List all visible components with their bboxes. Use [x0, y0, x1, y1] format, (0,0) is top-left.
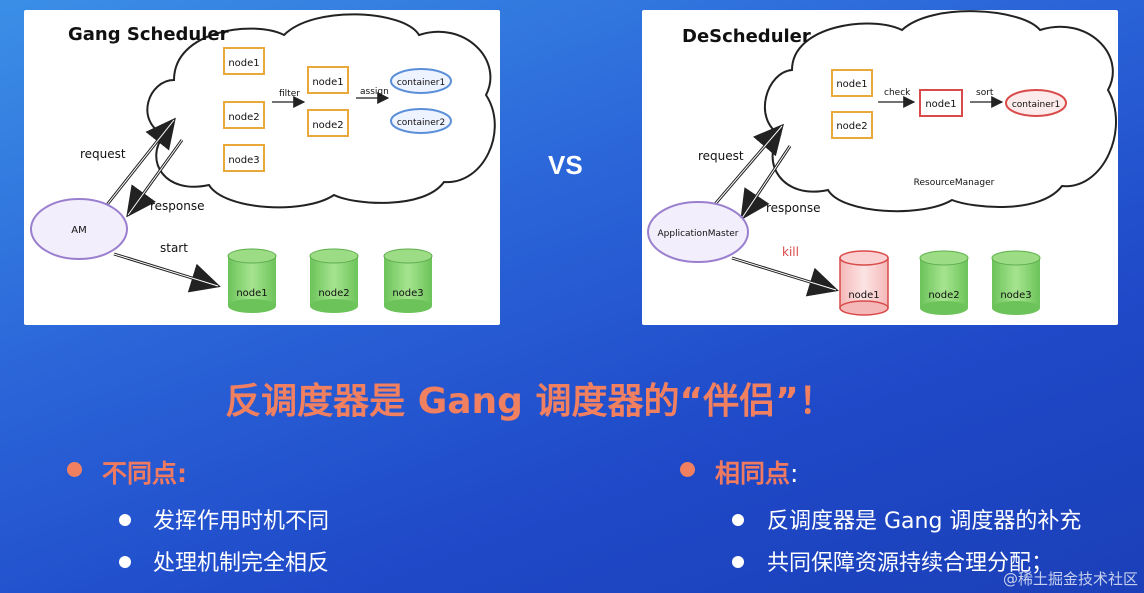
sort-label: sort — [976, 88, 994, 98]
differences-title: 不同点: — [102, 459, 188, 488]
similarity-item: 反调度器是 Gang 调度器的补充 — [767, 509, 1082, 534]
node-cylinder: node3 — [383, 248, 433, 313]
svg-text:node1: node1 — [228, 58, 259, 69]
node-cylinder: node2 — [309, 248, 359, 313]
svg-text:ApplicationMaster: ApplicationMaster — [657, 229, 738, 239]
check-label: check — [884, 88, 911, 98]
bullet-dot — [732, 514, 744, 526]
similarities-title: 相同点: — [715, 459, 799, 488]
svg-text:container1: container1 — [397, 78, 445, 88]
request-label: request — [698, 149, 744, 163]
filtered-node-box: node1 — [307, 66, 349, 94]
diagram-title: DeScheduler — [682, 26, 811, 47]
resource-manager-label: ResourceManager — [914, 178, 995, 188]
filtered-node-box: node2 — [307, 109, 349, 137]
application-master-node: ApplicationMaster — [647, 201, 749, 263]
container-oval: container1 — [1005, 89, 1067, 117]
difference-item: 处理机制完全相反 — [153, 551, 330, 576]
diagram-title: Gang Scheduler — [68, 24, 229, 45]
node-cylinder: node3 — [991, 250, 1041, 315]
filter-label: filter — [279, 89, 300, 99]
node-cylinder: node2 — [919, 250, 969, 315]
assign-label: assign — [360, 87, 389, 97]
svg-text:node1: node1 — [836, 79, 867, 90]
response-label: response — [150, 199, 205, 213]
vs-label: VS — [548, 150, 583, 180]
descheduler-diagram: DeScheduler node1 node2 check node1 sort… — [642, 10, 1118, 325]
svg-text:node2: node2 — [928, 290, 959, 301]
section-bullet — [680, 462, 695, 477]
node-box: node3 — [223, 144, 265, 172]
svg-text:node2: node2 — [228, 112, 259, 123]
response-label: response — [766, 201, 821, 215]
svg-text:container2: container2 — [397, 118, 445, 128]
svg-text:node3: node3 — [1000, 290, 1031, 301]
svg-text:AM: AM — [71, 225, 86, 236]
svg-text:node1: node1 — [312, 77, 343, 88]
headline: 反调度器是 Gang 调度器的“伴侣”！ — [225, 381, 835, 422]
request-label: request — [80, 147, 126, 161]
svg-text:node2: node2 — [318, 288, 349, 299]
node-box: node1 — [831, 69, 873, 97]
watermark: @稀土掘金技术社区 — [1002, 570, 1138, 588]
svg-text:node3: node3 — [228, 155, 259, 166]
svg-text:node2: node2 — [312, 120, 343, 131]
section-bullet — [67, 462, 82, 477]
svg-text:node3: node3 — [392, 288, 423, 299]
start-label: start — [160, 241, 188, 255]
container-oval: container2 — [390, 108, 452, 134]
similarity-item: 共同保障资源持续合理分配； — [767, 551, 1054, 576]
bullet-dot — [732, 556, 744, 568]
kill-label: kill — [782, 245, 799, 259]
container-oval: container1 — [390, 68, 452, 94]
gang-scheduler-diagram: Gang Scheduler node1 node2 node3 filter … — [24, 10, 500, 325]
selected-node-box: node1 — [919, 89, 963, 117]
am-node: AM — [30, 198, 128, 260]
node-box: node2 — [831, 111, 873, 139]
svg-text:node1: node1 — [236, 288, 267, 299]
svg-text:node2: node2 — [836, 121, 867, 132]
svg-text:container1: container1 — [1012, 100, 1060, 110]
bullet-dot — [119, 556, 131, 568]
killed-node-cylinder: node1 — [839, 250, 889, 316]
svg-text:node1: node1 — [848, 290, 879, 301]
node-box: node1 — [223, 47, 265, 75]
difference-item: 发挥作用时机不同 — [153, 509, 330, 534]
node-box: node2 — [223, 101, 265, 129]
bullet-dot — [119, 514, 131, 526]
svg-text:node1: node1 — [925, 99, 956, 110]
node-cylinder: node1 — [227, 248, 277, 313]
